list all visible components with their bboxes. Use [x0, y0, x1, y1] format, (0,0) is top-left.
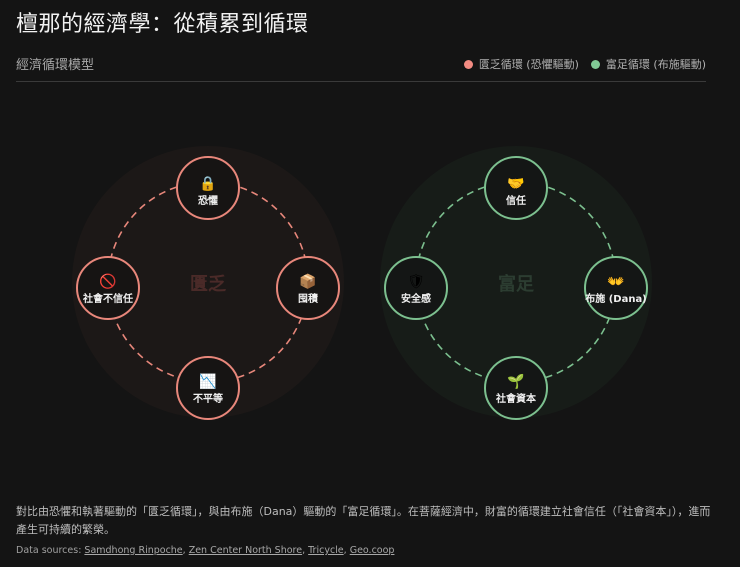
node-dana[interactable]: 👐 布施 (Dana) — [584, 256, 648, 320]
source-link-samdhong[interactable]: Samdhong Rinpoche — [84, 545, 183, 556]
source-link-zen-center[interactable]: Zen Center North Shore — [188, 545, 303, 556]
data-sources: Data sources: Samdhong Rinpoche, Zen Cen… — [16, 545, 395, 556]
node-inequality[interactable]: 📉 不平等 — [176, 356, 240, 420]
node-hoarding[interactable]: 📦 囤積 — [276, 256, 340, 320]
source-link-tricycle[interactable]: Tricycle — [308, 545, 344, 556]
cycle-diagram: 匱乏 🔒 恐懼 📦 囤積 📉 不平等 🚫 社會不信任 富足 🤝 — [72, 146, 652, 420]
legend: 匱乏循環 (恐懼驅動) 富足循環 (布施驅動) — [452, 56, 706, 72]
legend-dot-red — [463, 59, 473, 69]
legend-item-scarcity: 匱乏循環 (恐懼驅動) — [463, 56, 579, 72]
scarcity-cycle: 匱乏 🔒 恐懼 📦 囤積 📉 不平等 🚫 社會不信任 — [72, 146, 344, 420]
node-label: 安全感 — [401, 292, 431, 305]
abundance-center-label: 富足 — [498, 273, 534, 295]
lock-icon: 🔒 — [199, 176, 216, 192]
abundance-background — [380, 146, 652, 418]
chart-subtitle: 經濟循環模型 — [16, 58, 95, 73]
header-divider — [16, 81, 706, 82]
node-label: 信任 — [506, 194, 526, 207]
node-trust[interactable]: 🤝 信任 — [484, 156, 548, 220]
node-social-capital[interactable]: 🌱 社會資本 — [484, 356, 548, 420]
node-fear[interactable]: 🔒 恐懼 — [176, 156, 240, 220]
legend-dot-green — [590, 59, 600, 69]
abundance-cycle: 富足 🤝 信任 👐 布施 (Dana) 🌱 社會資本 🛡 安全感 — [380, 146, 652, 420]
scarcity-background — [72, 146, 344, 418]
source-link-geocoop[interactable]: Geo.coop — [349, 545, 395, 556]
scarcity-center-label: 匱乏 — [190, 274, 226, 295]
legend-label: 富足循環 (布施驅動) — [605, 58, 706, 71]
legend-label: 匱乏循環 (恐懼驅動) — [478, 58, 579, 71]
shield-icon: 🛡 — [407, 274, 425, 290]
node-social-distrust[interactable]: 🚫 社會不信任 — [76, 256, 140, 320]
page-title: 檀那的經濟學：從積累到循環 — [16, 12, 309, 37]
node-label: 社會資本 — [495, 392, 537, 405]
node-label: 布施 (Dana) — [585, 292, 647, 305]
package-icon: 📦 — [299, 273, 316, 290]
node-label: 不平等 — [193, 392, 223, 405]
description: 對比由恐懼和執著驅動的「匱乏循環」，與由布施（Dana）驅動的「富足循環」。在菩… — [16, 505, 711, 536]
node-security[interactable]: 🛡 安全感 — [384, 256, 448, 320]
handshake-icon: 🤝 — [507, 176, 524, 192]
sources-prefix: Data sources: — [16, 545, 85, 556]
node-label: 囤積 — [298, 292, 319, 305]
prohibited-icon: 🚫 — [99, 273, 116, 290]
legend-item-abundance: 富足循環 (布施驅動) — [590, 56, 706, 72]
chart-decreasing-icon: 📉 — [199, 373, 216, 390]
node-label: 恐懼 — [198, 194, 218, 207]
node-label: 社會不信任 — [82, 292, 133, 305]
open-hands-icon: 👐 — [607, 274, 624, 290]
seedling-icon: 🌱 — [507, 373, 524, 390]
